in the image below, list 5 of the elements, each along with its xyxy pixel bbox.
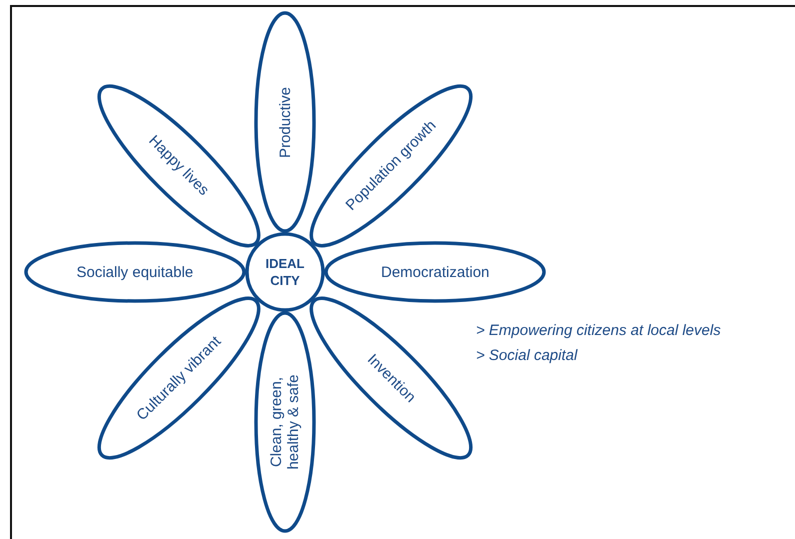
petal-label: Socially equitable xyxy=(76,264,194,280)
note-text: > Empowering citizens at local levels xyxy=(476,322,721,339)
petal-label: Productive xyxy=(276,86,294,158)
petal-label: Democratization xyxy=(381,264,490,280)
note-text: > Social capital xyxy=(476,347,578,364)
